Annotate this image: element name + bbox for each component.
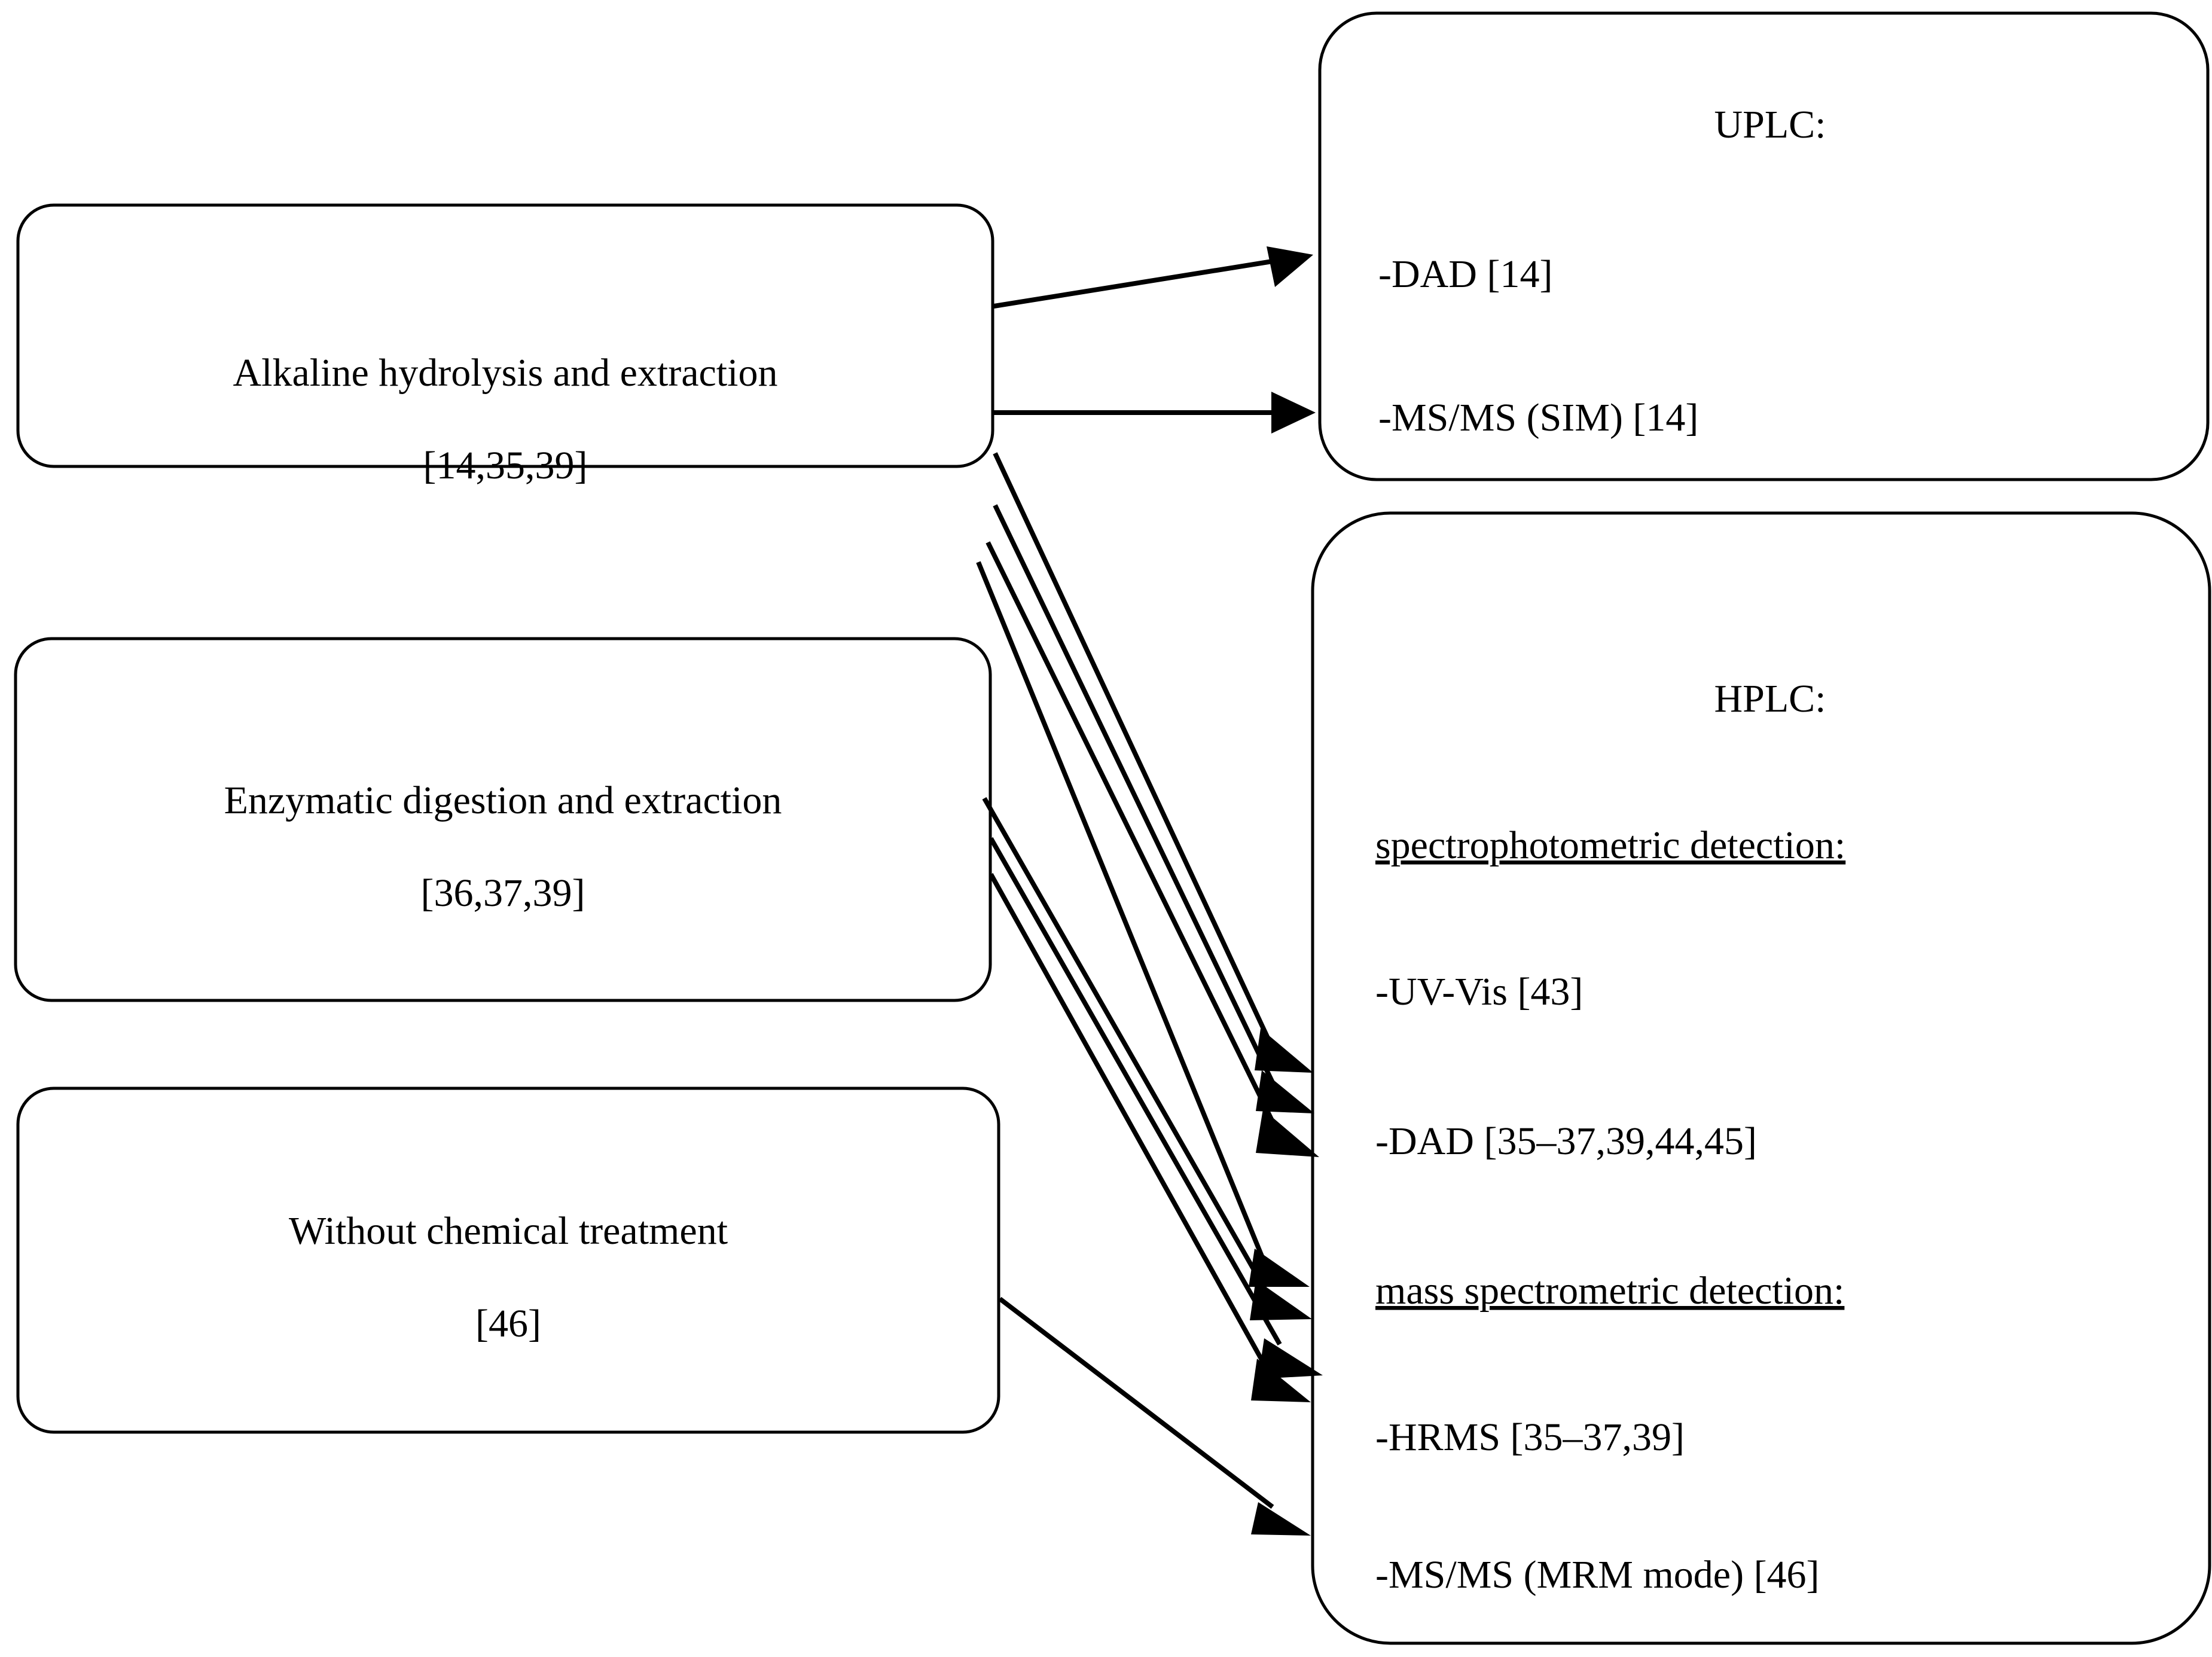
- edge-alkaline-to-hplc-c: [986, 541, 1319, 1157]
- node-without-chemical-treatment-line2: [46]: [475, 1302, 541, 1345]
- node-uplc-heading: UPLC:: [1714, 103, 1826, 147]
- node-hplc-heading: HPLC:: [1714, 677, 1826, 721]
- node-hplc-shape: [1311, 511, 2211, 1645]
- node-alkaline-hydrolysis[interactable]: Alkaline hydrolysis and extraction [14,3…: [16, 203, 994, 487]
- node-hplc[interactable]: HPLC: spectrophotometric detection: -UV-…: [1311, 511, 2211, 1645]
- node-uplc-item-dad: -DAD [14]: [1378, 252, 1552, 296]
- edge-enzymatic-to-hplc-c: [988, 873, 1311, 1402]
- node-hplc-item-hrms: -HRMS [35–37,39]: [1375, 1415, 1685, 1459]
- edge-enzymatic-to-hplc-b: [988, 837, 1323, 1379]
- node-hplc-item-dad: -DAD [35–37,39,44,45]: [1375, 1119, 1757, 1163]
- node-hplc-subheading-spectrophotometric: spectrophotometric detection:: [1375, 823, 1845, 867]
- edge-untreated-to-hplc-msms-mrm: [998, 1296, 1311, 1536]
- node-hplc-subheading-mass-spectrometric: mass spectrometric detection:: [1375, 1269, 1844, 1313]
- edge-alkaline-to-uplc-dad: [993, 246, 1313, 309]
- node-uplc[interactable]: UPLC: -DAD [14] -MS/MS (SIM) [14]: [1318, 11, 2210, 481]
- node-enzymatic-digestion-shape: [14, 637, 992, 1002]
- node-alkaline-hydrolysis-line2: [14,35,39]: [423, 444, 588, 487]
- node-enzymatic-digestion[interactable]: Enzymatic digestion and extraction [36,3…: [14, 637, 992, 1002]
- node-uplc-shape: [1318, 11, 2210, 481]
- edge-alkaline-to-hplc-b: [993, 504, 1314, 1113]
- node-alkaline-hydrolysis-line1: Alkaline hydrolysis and extraction: [233, 351, 778, 395]
- edge-alkaline-to-hplc-a: [993, 452, 1313, 1073]
- node-enzymatic-digestion-line2: [36,37,39]: [421, 871, 585, 915]
- edge-enzymatic-to-hplc-a: [982, 797, 1312, 1320]
- edge-alkaline-to-uplc-msms: [994, 392, 1316, 434]
- node-uplc-item-msms-sim: -MS/MS (SIM) [14]: [1378, 396, 1698, 440]
- node-hplc-item-uv-vis: -UV-Vis [43]: [1375, 970, 1583, 1014]
- node-hplc-item-msms-mrm: -MS/MS (MRM mode) [46]: [1375, 1553, 1820, 1597]
- node-enzymatic-digestion-line1: Enzymatic digestion and extraction: [224, 779, 782, 822]
- node-without-chemical-treatment-shape: [16, 1087, 1000, 1434]
- edge-alkaline-to-hplc-d: [976, 561, 1310, 1287]
- node-alkaline-hydrolysis-shape: [16, 203, 994, 468]
- node-without-chemical-treatment[interactable]: Without chemical treatment [46]: [16, 1087, 1000, 1434]
- node-without-chemical-treatment-line1: Without chemical treatment: [289, 1209, 728, 1253]
